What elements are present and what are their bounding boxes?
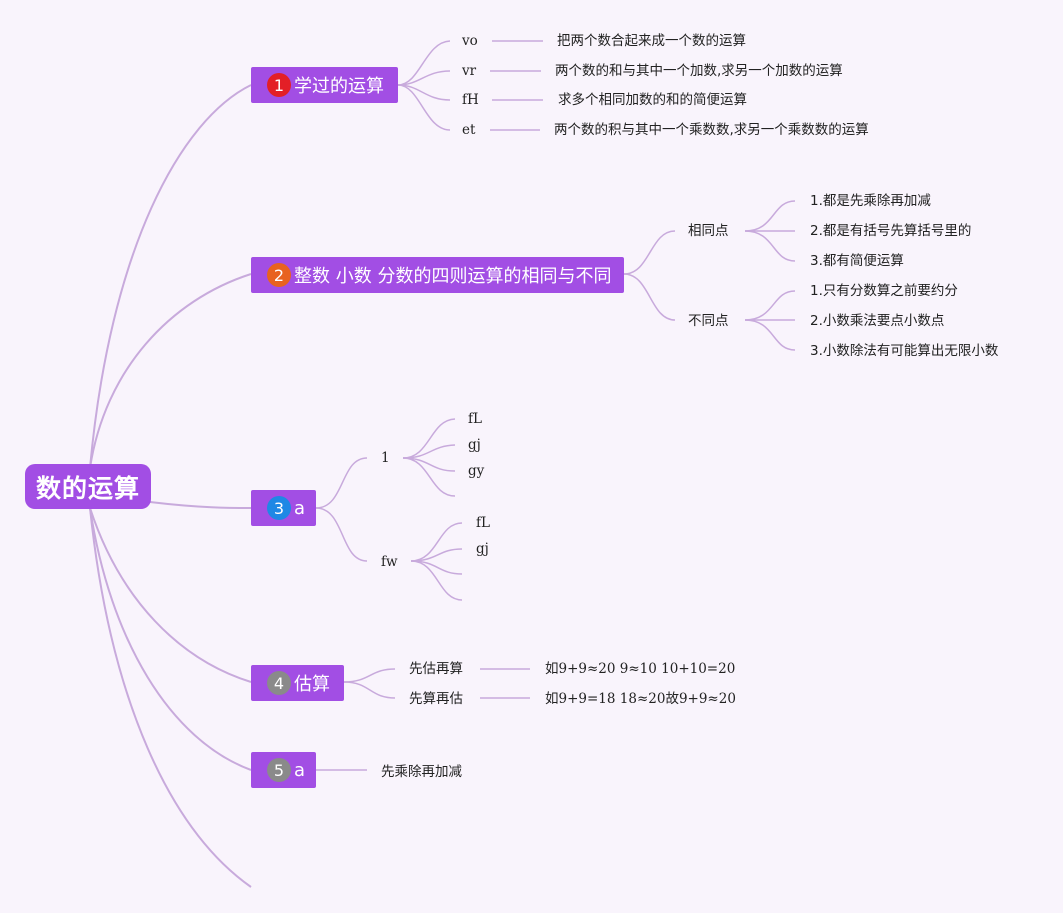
detail-label[interactable]: 把两个数合起来成一个数的运算	[557, 33, 746, 49]
central-topic[interactable]: 数的运算	[25, 464, 151, 509]
topic-2-node[interactable]: 2 整数 小数 分数的四则运算的相同与不同	[251, 257, 624, 293]
branch-line-5	[89, 507, 252, 771]
subtopic-label[interactable]: vo	[462, 33, 478, 49]
branch-line-4	[89, 507, 252, 683]
branch-line-3	[149, 501, 252, 509]
detail-label[interactable]: 如9+9≈20 9≈10 10+10=20	[545, 661, 736, 677]
detail-label[interactable]: 3.都有简便运算	[810, 253, 904, 269]
branch-line-2	[89, 273, 252, 469]
detail-label[interactable]: 如9+9=18 18≈20故9+9≈20	[545, 691, 736, 707]
topic-3-label: a	[294, 497, 306, 519]
topic-4-node[interactable]: 4 估算	[251, 665, 344, 701]
detail-label[interactable]: 两个数的和与其中一个加数,求另一个加数的运算	[555, 63, 843, 79]
topic-2-label: 整数 小数 分数的四则运算的相同与不同	[294, 266, 612, 287]
leaf-label[interactable]: gy	[468, 463, 485, 479]
subtopic-label[interactable]: 先估再算	[409, 661, 463, 677]
number-badge-5: 5	[267, 758, 291, 782]
number-badge-1: 1	[267, 73, 291, 97]
subtopic-label[interactable]: 不同点	[688, 313, 729, 329]
topic-5-node[interactable]: 5 a	[251, 752, 316, 788]
subtopic-label[interactable]: 相同点	[688, 223, 729, 239]
topic-1-node[interactable]: 1 学过的运算	[251, 67, 398, 103]
detail-label[interactable]: 1.都是先乘除再加减	[810, 193, 931, 209]
detail-label[interactable]: 2.小数乘法要点小数点	[810, 313, 945, 329]
detail-label[interactable]: 求多个相同加数的和的简便运算	[558, 92, 747, 108]
subtopic-label[interactable]: 先算再估	[409, 691, 463, 707]
leaf-label[interactable]: gj	[468, 437, 481, 453]
subtopic-label[interactable]: fH	[462, 92, 479, 108]
number-badge-3: 3	[267, 496, 291, 520]
subtopic-label[interactable]: et	[462, 122, 476, 138]
number-badge-2: 2	[267, 263, 291, 287]
topic-1-label: 学过的运算	[294, 76, 384, 97]
subtopic-label[interactable]: fw	[381, 554, 398, 570]
topic-5-label: a	[294, 759, 306, 781]
leaf-label[interactable]: fL	[468, 411, 482, 427]
number-badge-4: 4	[267, 671, 291, 695]
detail-label[interactable]: 2.都是有括号先算括号里的	[810, 223, 972, 239]
subtopic-label[interactable]: vr	[462, 63, 477, 79]
leaf-label[interactable]: fL	[476, 515, 490, 531]
topic-4-label: 估算	[294, 674, 330, 695]
topic-3-node[interactable]: 3 a	[251, 490, 316, 526]
leaf-label[interactable]: gj	[476, 541, 489, 557]
subtopic-label[interactable]: 先乘除再加减	[381, 764, 462, 780]
detail-label[interactable]: 1.只有分数算之前要约分	[810, 283, 958, 299]
branch-line-empty	[89, 507, 252, 888]
detail-label[interactable]: 3.小数除法有可能算出无限小数	[810, 343, 999, 359]
subtopic-label[interactable]: 1	[381, 450, 390, 466]
branch-line-1	[89, 84, 252, 469]
detail-label[interactable]: 两个数的积与其中一个乘数数,求另一个乘数数的运算	[554, 122, 869, 138]
